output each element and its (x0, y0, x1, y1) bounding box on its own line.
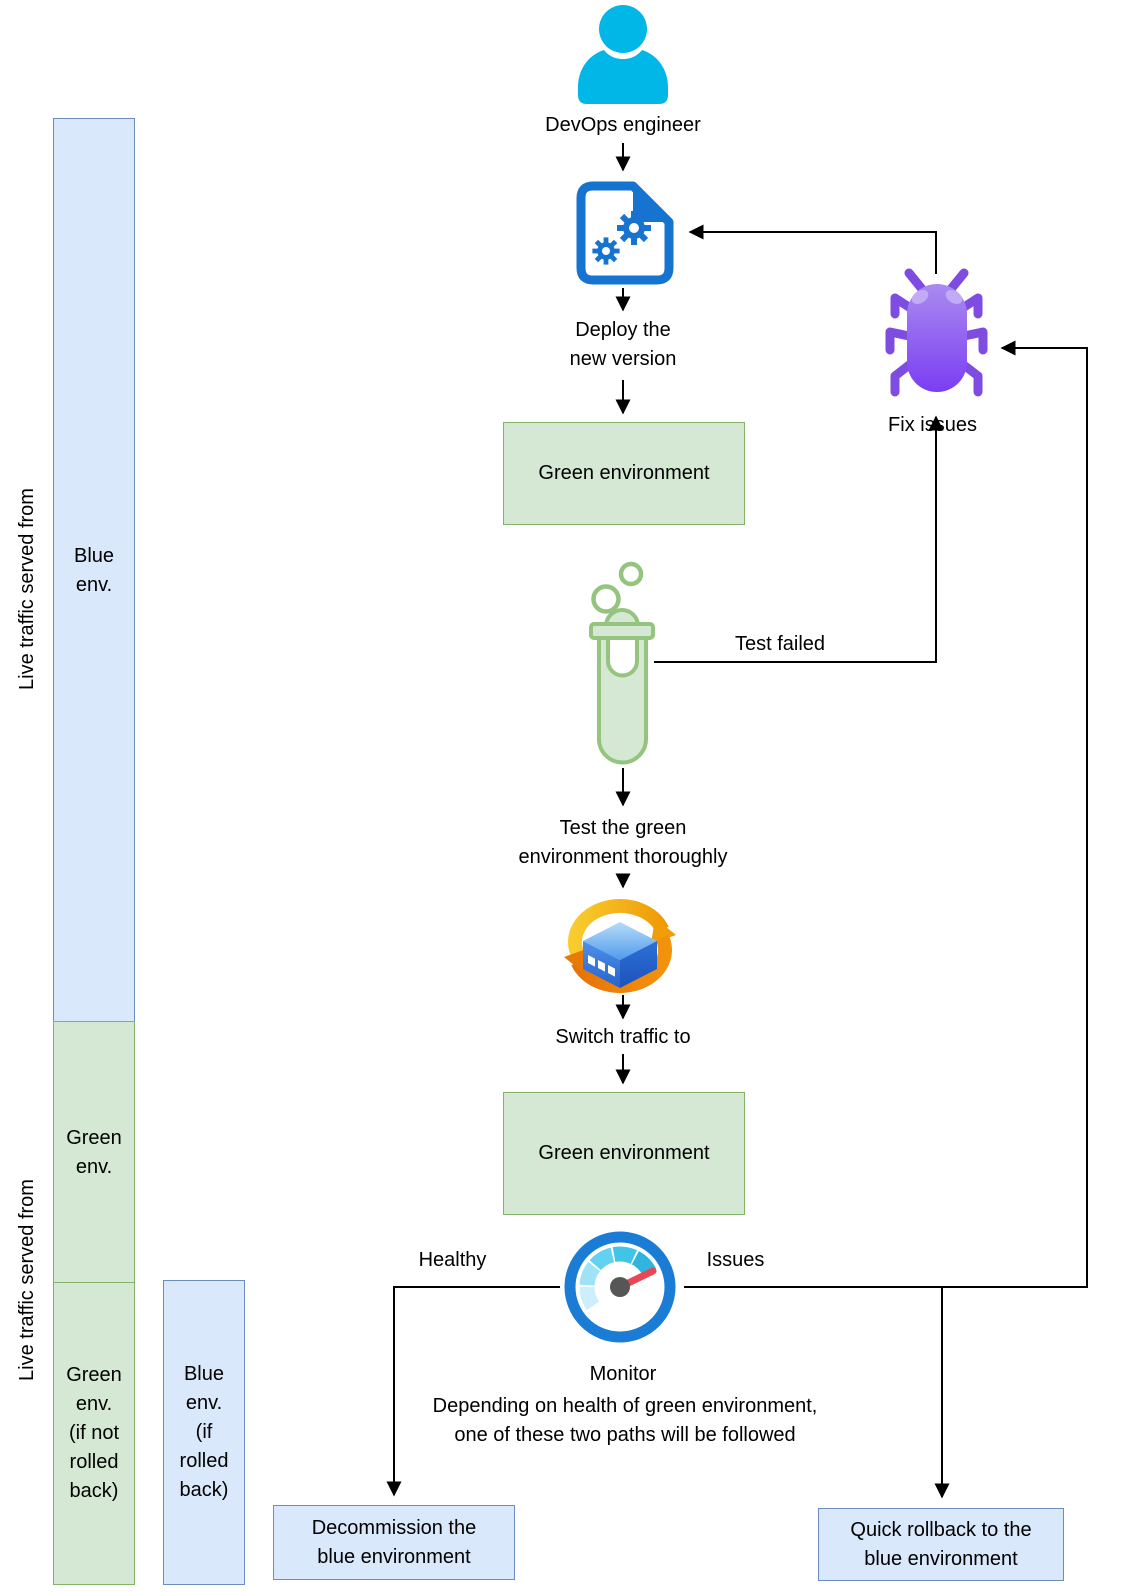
monitor-label: Monitor (589, 1363, 657, 1385)
rollback-label: Quick rollback to the blue environment (850, 1518, 1032, 1570)
sync-switch-icon (564, 899, 676, 993)
sidebar-blue-env-conditional-label: Blue env. (if rolled back) (179, 1363, 229, 1501)
sidebar-green-env-conditional-label: Green env. (if not rolled back) (66, 1364, 122, 1502)
green-environment-box-bottom: Green environment (503, 1092, 745, 1215)
monitor-note: Depending on health of green environment… (432, 1395, 818, 1446)
decommission-box: Decommission the blue environment (273, 1505, 515, 1580)
rollback-box: Quick rollback to the blue environment (818, 1508, 1064, 1581)
sidebar-top-caption: Live traffic served from (16, 488, 38, 690)
bug-icon (885, 268, 988, 397)
test-tube-icon (589, 561, 655, 765)
green-environment-bottom-label: Green environment (538, 1142, 710, 1164)
sidebar-green-env-conditional-box: Green env. (if not rolled back) (53, 1282, 135, 1585)
green-environment-top-label: Green environment (538, 462, 710, 484)
gauge-icon (564, 1231, 676, 1343)
sidebar-blue-env-label: Blue env. (73, 544, 115, 596)
sidebar-green-env-label: Green env. (66, 1126, 122, 1178)
edge-label-healthy: Healthy (418, 1249, 487, 1271)
sidebar-blue-env-box: Blue env. (53, 118, 135, 1023)
gear-small (592, 237, 620, 265)
actor-label: DevOps engineer (545, 114, 701, 136)
gear-large (617, 211, 651, 245)
sidebar-green-env-box: Green env. (53, 1021, 135, 1284)
sidebar-bottom-caption: Live traffic served from (16, 1179, 38, 1381)
person-icon (578, 5, 668, 104)
document-gears-icon (576, 181, 674, 285)
sidebar-blue-env-conditional-box: Blue env. (if rolled back) (163, 1280, 245, 1585)
switch-label: Switch traffic to (555, 1026, 691, 1048)
test-label: Test the green environment thoroughly (518, 817, 728, 868)
decommission-label: Decommission the blue environment (311, 1516, 477, 1568)
edge-label-issues: Issues (706, 1249, 765, 1271)
edge-label-test-failed: Test failed (734, 633, 826, 655)
connector-healthy-to-decommission (386, 1286, 560, 1497)
deploy-label: Deploy the new version (569, 319, 677, 370)
fix-issues-label: Fix issues (888, 414, 977, 436)
green-environment-box-top: Green environment (503, 422, 745, 525)
